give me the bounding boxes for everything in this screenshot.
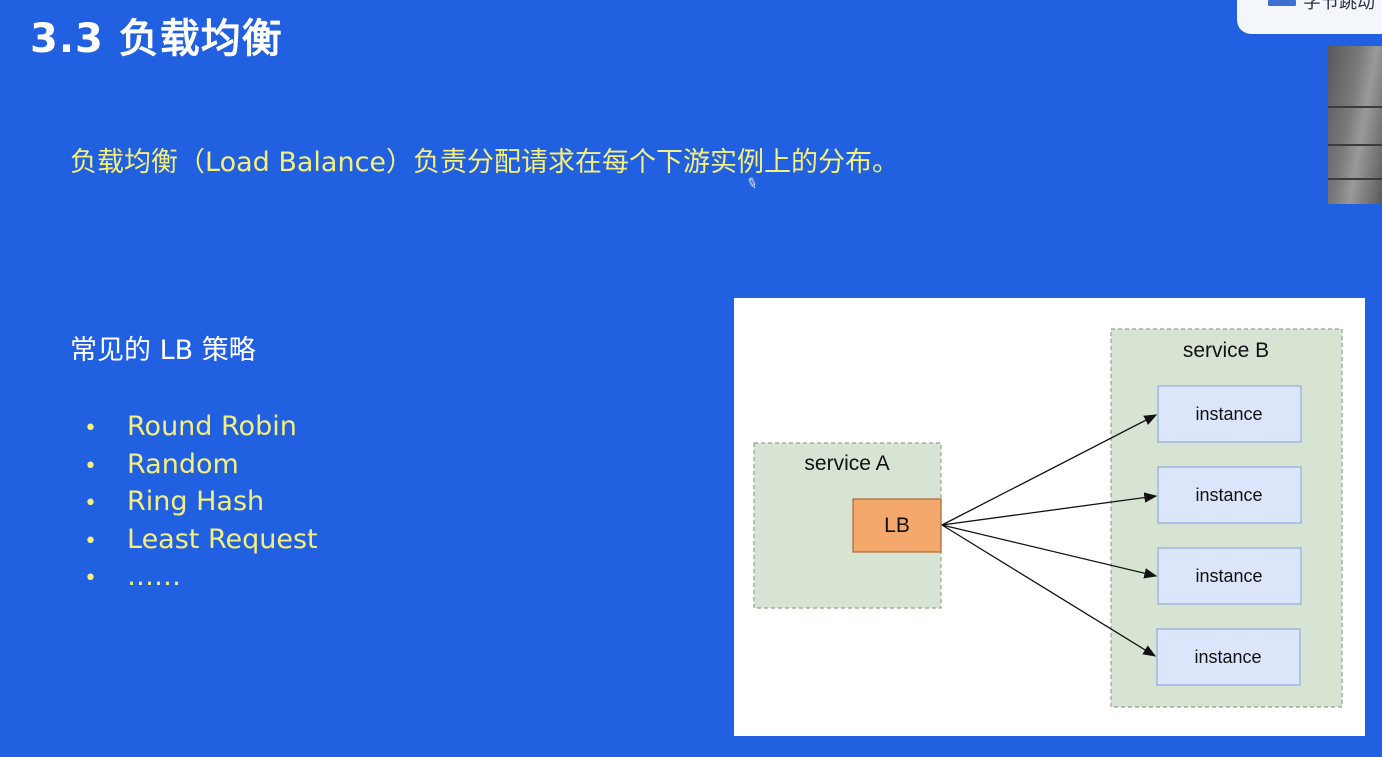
instance-box — [1157, 466, 1302, 524]
instance-label: instance — [1194, 647, 1261, 667]
bullet-icon: • — [84, 453, 97, 479]
arrow — [941, 524, 1157, 657]
instance-box — [1157, 547, 1302, 605]
arrow — [941, 524, 1158, 579]
strategy-label: Random — [127, 448, 239, 480]
lb-box — [852, 498, 942, 553]
strategy-label: Round Robin — [127, 411, 297, 442]
load-balance-diagram: service B instance instance instance ins… — [734, 298, 1365, 736]
bullet-icon: • — [84, 491, 97, 516]
list-item: • Least Request — [80, 521, 318, 559]
instance-label: instance — [1195, 404, 1262, 424]
strategy-label: Least Request — [127, 523, 318, 555]
list-item: • Ring Hash — [80, 483, 318, 521]
list-item: • …… — [80, 558, 318, 596]
arrow — [941, 492, 1158, 526]
strategy-label: …… — [127, 561, 181, 592]
list-item: • Round Robin — [80, 408, 318, 446]
bullet-icon: • — [84, 528, 97, 554]
instance-label: instance — [1195, 485, 1262, 505]
strategy-label: Ring Hash — [127, 486, 265, 517]
diagram-svg: service B instance instance instance ins… — [753, 328, 1343, 708]
strategies-heading: 常见的 LB 策略 — [70, 335, 256, 366]
intro-text: 负载均衡（Load Balance）负责分配请求在每个下游实例上的分布。 — [70, 147, 900, 178]
service-a-label: service A — [804, 452, 889, 475]
service-b-label: service B — [1183, 339, 1269, 362]
arrow — [941, 414, 1158, 526]
instance-label: instance — [1195, 566, 1262, 586]
bullet-icon: • — [84, 566, 97, 591]
strategy-list: • Round Robin • Random • Ring Hash • Least R… — [80, 408, 318, 596]
instance-box — [1156, 628, 1301, 686]
instance-box — [1157, 385, 1302, 443]
logo-icon — [1268, 0, 1296, 6]
lb-label: LB — [884, 514, 910, 537]
corner-widget[interactable] — [1237, 0, 1382, 34]
webcam-preview — [1328, 46, 1382, 204]
slide-title: 3.3 负载均衡 — [30, 16, 283, 62]
list-item: • Random — [80, 446, 318, 484]
corner-widget-label: 字节跳动 — [1303, 0, 1375, 13]
bullet-icon: • — [84, 416, 97, 441]
